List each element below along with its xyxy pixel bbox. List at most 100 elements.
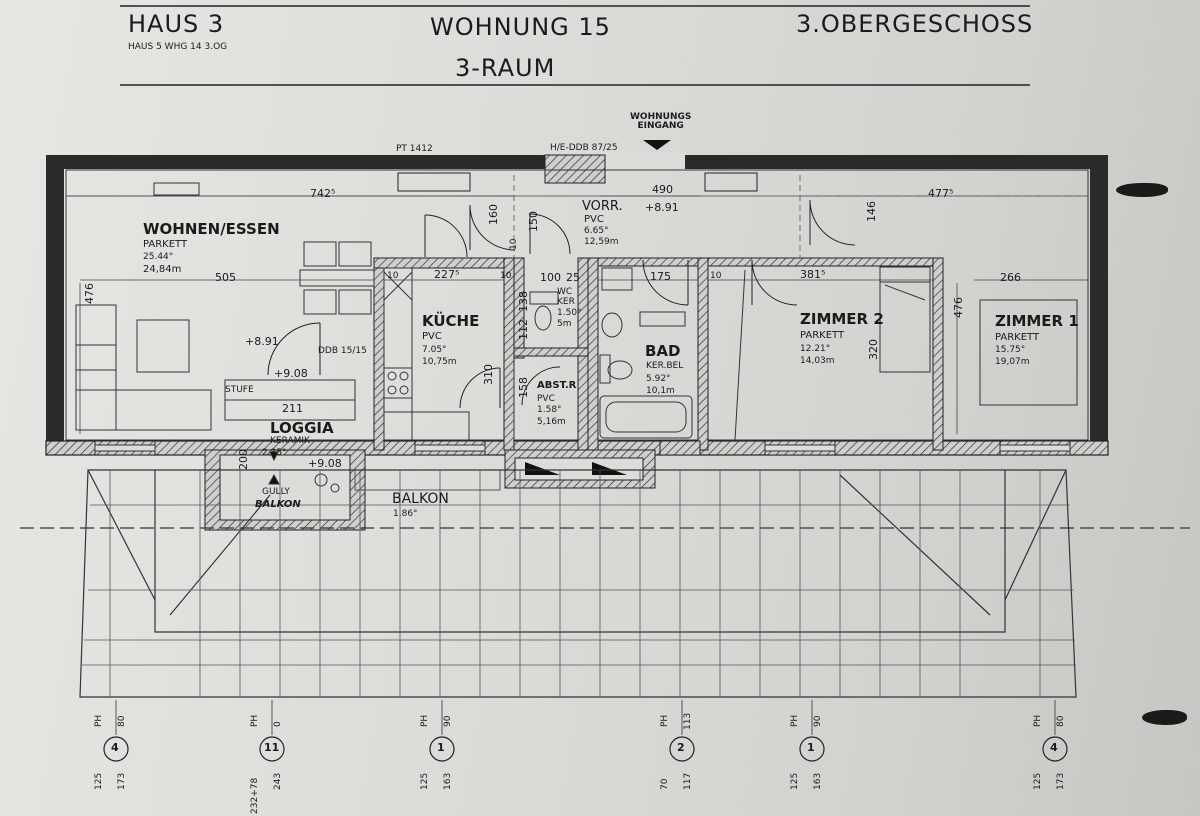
room-perimeter-zimmer1: 19,07m — [995, 357, 1030, 367]
level-label: +8.91 — [245, 335, 279, 348]
room-floor-bad: KER.BEL — [646, 361, 684, 371]
dimension-label: 476 — [83, 283, 96, 304]
room-type: 3-RAUM — [455, 54, 556, 82]
room-name-wc: WC — [557, 287, 573, 297]
room-perimeter-abstr: 5,16m — [537, 417, 566, 427]
room-floor-wohnen: PARKETT — [143, 239, 188, 250]
window-marker-bottom: 70 — [660, 778, 670, 790]
dimension-label: 146 — [865, 201, 878, 222]
window-marker-bottom2: 163 — [813, 772, 823, 790]
entrance-label: WOHNUNGS EINGANG — [630, 112, 692, 131]
window-marker-bottom2: 117 — [683, 772, 693, 790]
dimension-label: 310 — [482, 364, 495, 385]
room-area-zimmer1: 15.75° — [995, 345, 1026, 355]
building-subtitle: HAUS 5 WHG 14 3.OG — [128, 42, 228, 52]
window-marker-ph: PH — [420, 714, 430, 727]
dimension-label: 490 — [652, 183, 673, 196]
room-area-bad: 5.92° — [646, 374, 671, 384]
window-marker-number: 4 — [1050, 741, 1058, 754]
room-area-wc: 1.50° — [557, 308, 582, 318]
room-floor-zimmer2: PARKETT — [800, 330, 845, 341]
pt-note: PT 1412 — [396, 144, 433, 154]
window-marker-ph: PH — [660, 714, 670, 727]
window-marker-number: 11 — [264, 741, 280, 754]
dimension-label: 175 — [650, 270, 671, 283]
window-marker-ph: PH — [250, 714, 260, 727]
window-marker-number: 2 — [677, 741, 685, 754]
room-floor-zimmer1: PARKETT — [995, 332, 1040, 343]
window-marker-bottom: 125 — [790, 772, 800, 790]
window-marker-ph: PH — [1033, 714, 1043, 727]
level-label: +9.08 — [308, 457, 342, 470]
room-name-abstr: ABST.R — [537, 380, 577, 391]
room-area-loggia: 2.35° — [262, 448, 287, 458]
room-floor-loggia: KERAMIK — [270, 436, 310, 446]
room-floor-vorr: PVC — [584, 214, 604, 225]
window-marker-ph-value: 90 — [813, 715, 823, 727]
room-area-wohnen: 25.44° — [143, 252, 174, 262]
room-name-zimmer2: ZIMMER 2 — [800, 310, 884, 328]
window-marker-number: 1 — [807, 741, 815, 754]
balkon-handwritten: BALKON — [255, 499, 301, 510]
dimension-label: 138 — [517, 291, 530, 312]
window-marker-ph-value: 0 — [273, 721, 283, 727]
ddb-note: DDB 15/15 — [318, 346, 367, 356]
dimension-label: 320 — [867, 339, 880, 360]
stufe-label: STUFE — [225, 385, 254, 395]
dimension-label: 160 — [487, 204, 500, 225]
room-area-vorr: 6.65° — [584, 226, 609, 236]
room-floor-abstr: PVC — [537, 394, 555, 404]
window-marker-bottom2: 163 — [443, 772, 453, 790]
room-perimeter-wohnen: 24,84m — [143, 264, 182, 275]
window-marker-number: 4 — [111, 741, 119, 754]
window-marker-ph: PH — [94, 714, 104, 727]
window-marker-ph: PH — [790, 714, 800, 727]
room-area-balkon: 1.86° — [393, 509, 418, 519]
level-label: +8.91 — [645, 201, 679, 214]
dimension-label: 10 — [387, 271, 399, 281]
room-area-abstr: 1.58° — [537, 405, 562, 415]
binder-clip — [1116, 183, 1168, 197]
window-marker-bottom2: 173 — [117, 772, 127, 790]
dimension-label: 266 — [1000, 271, 1021, 284]
window-marker-bottom: 232+78 — [250, 777, 260, 814]
dimension-label: 10 — [509, 238, 519, 250]
room-name-vorr: VORR. — [582, 199, 623, 214]
dimension-label: 10 — [710, 271, 722, 281]
room-name-loggia: LOGGIA — [270, 419, 334, 437]
level-label: +9.08 — [274, 367, 308, 380]
dimension-label: 10 — [500, 271, 512, 281]
room-perimeter-kueche: 10,75m — [422, 357, 457, 367]
window-marker-ph-value: 113 — [683, 712, 693, 730]
window-marker-bottom: 125 — [420, 772, 430, 790]
dimension-label: 25 — [566, 271, 580, 284]
dimension-label: 158 — [517, 377, 530, 398]
window-marker-ph-value: 90 — [443, 715, 453, 727]
window-marker-bottom: 125 — [1033, 772, 1043, 790]
window-marker-bottom2: 243 — [273, 772, 283, 790]
room-floor-kueche: PVC — [422, 331, 442, 342]
floor-title: 3.OBERGESCHOSS — [796, 10, 1034, 38]
gully-label: GULLY — [262, 487, 290, 497]
room-perimeter-wc: 5m — [557, 319, 572, 329]
dimension-label: 742⁵ — [310, 187, 336, 200]
window-marker-ph-value: 80 — [1056, 715, 1066, 727]
room-perimeter-zimmer2: 14,03m — [800, 356, 835, 366]
room-name-wohnen: WOHNEN/ESSEN — [143, 220, 280, 238]
building-title: HAUS 3 — [128, 10, 225, 38]
window-marker-bottom2: 173 — [1056, 772, 1066, 790]
room-name-balkon: BALKON — [392, 491, 449, 507]
room-perimeter-bad: 10,1m — [646, 386, 675, 396]
dimension-label: 477⁵ — [928, 187, 954, 200]
room-name-bad: BAD — [645, 342, 681, 360]
dimension-label: 476 — [952, 297, 965, 318]
room-name-kueche: KÜCHE — [422, 312, 480, 330]
dimension-label: 100 — [540, 271, 561, 284]
apartment-title: WOHNUNG 15 — [430, 13, 611, 41]
room-name-zimmer1: ZIMMER 1 — [995, 312, 1079, 330]
room-perimeter-vorr: 12,59m — [584, 237, 619, 247]
room-area-kueche: 7.05° — [422, 345, 447, 355]
dimension-label: 381⁵ — [800, 268, 826, 281]
